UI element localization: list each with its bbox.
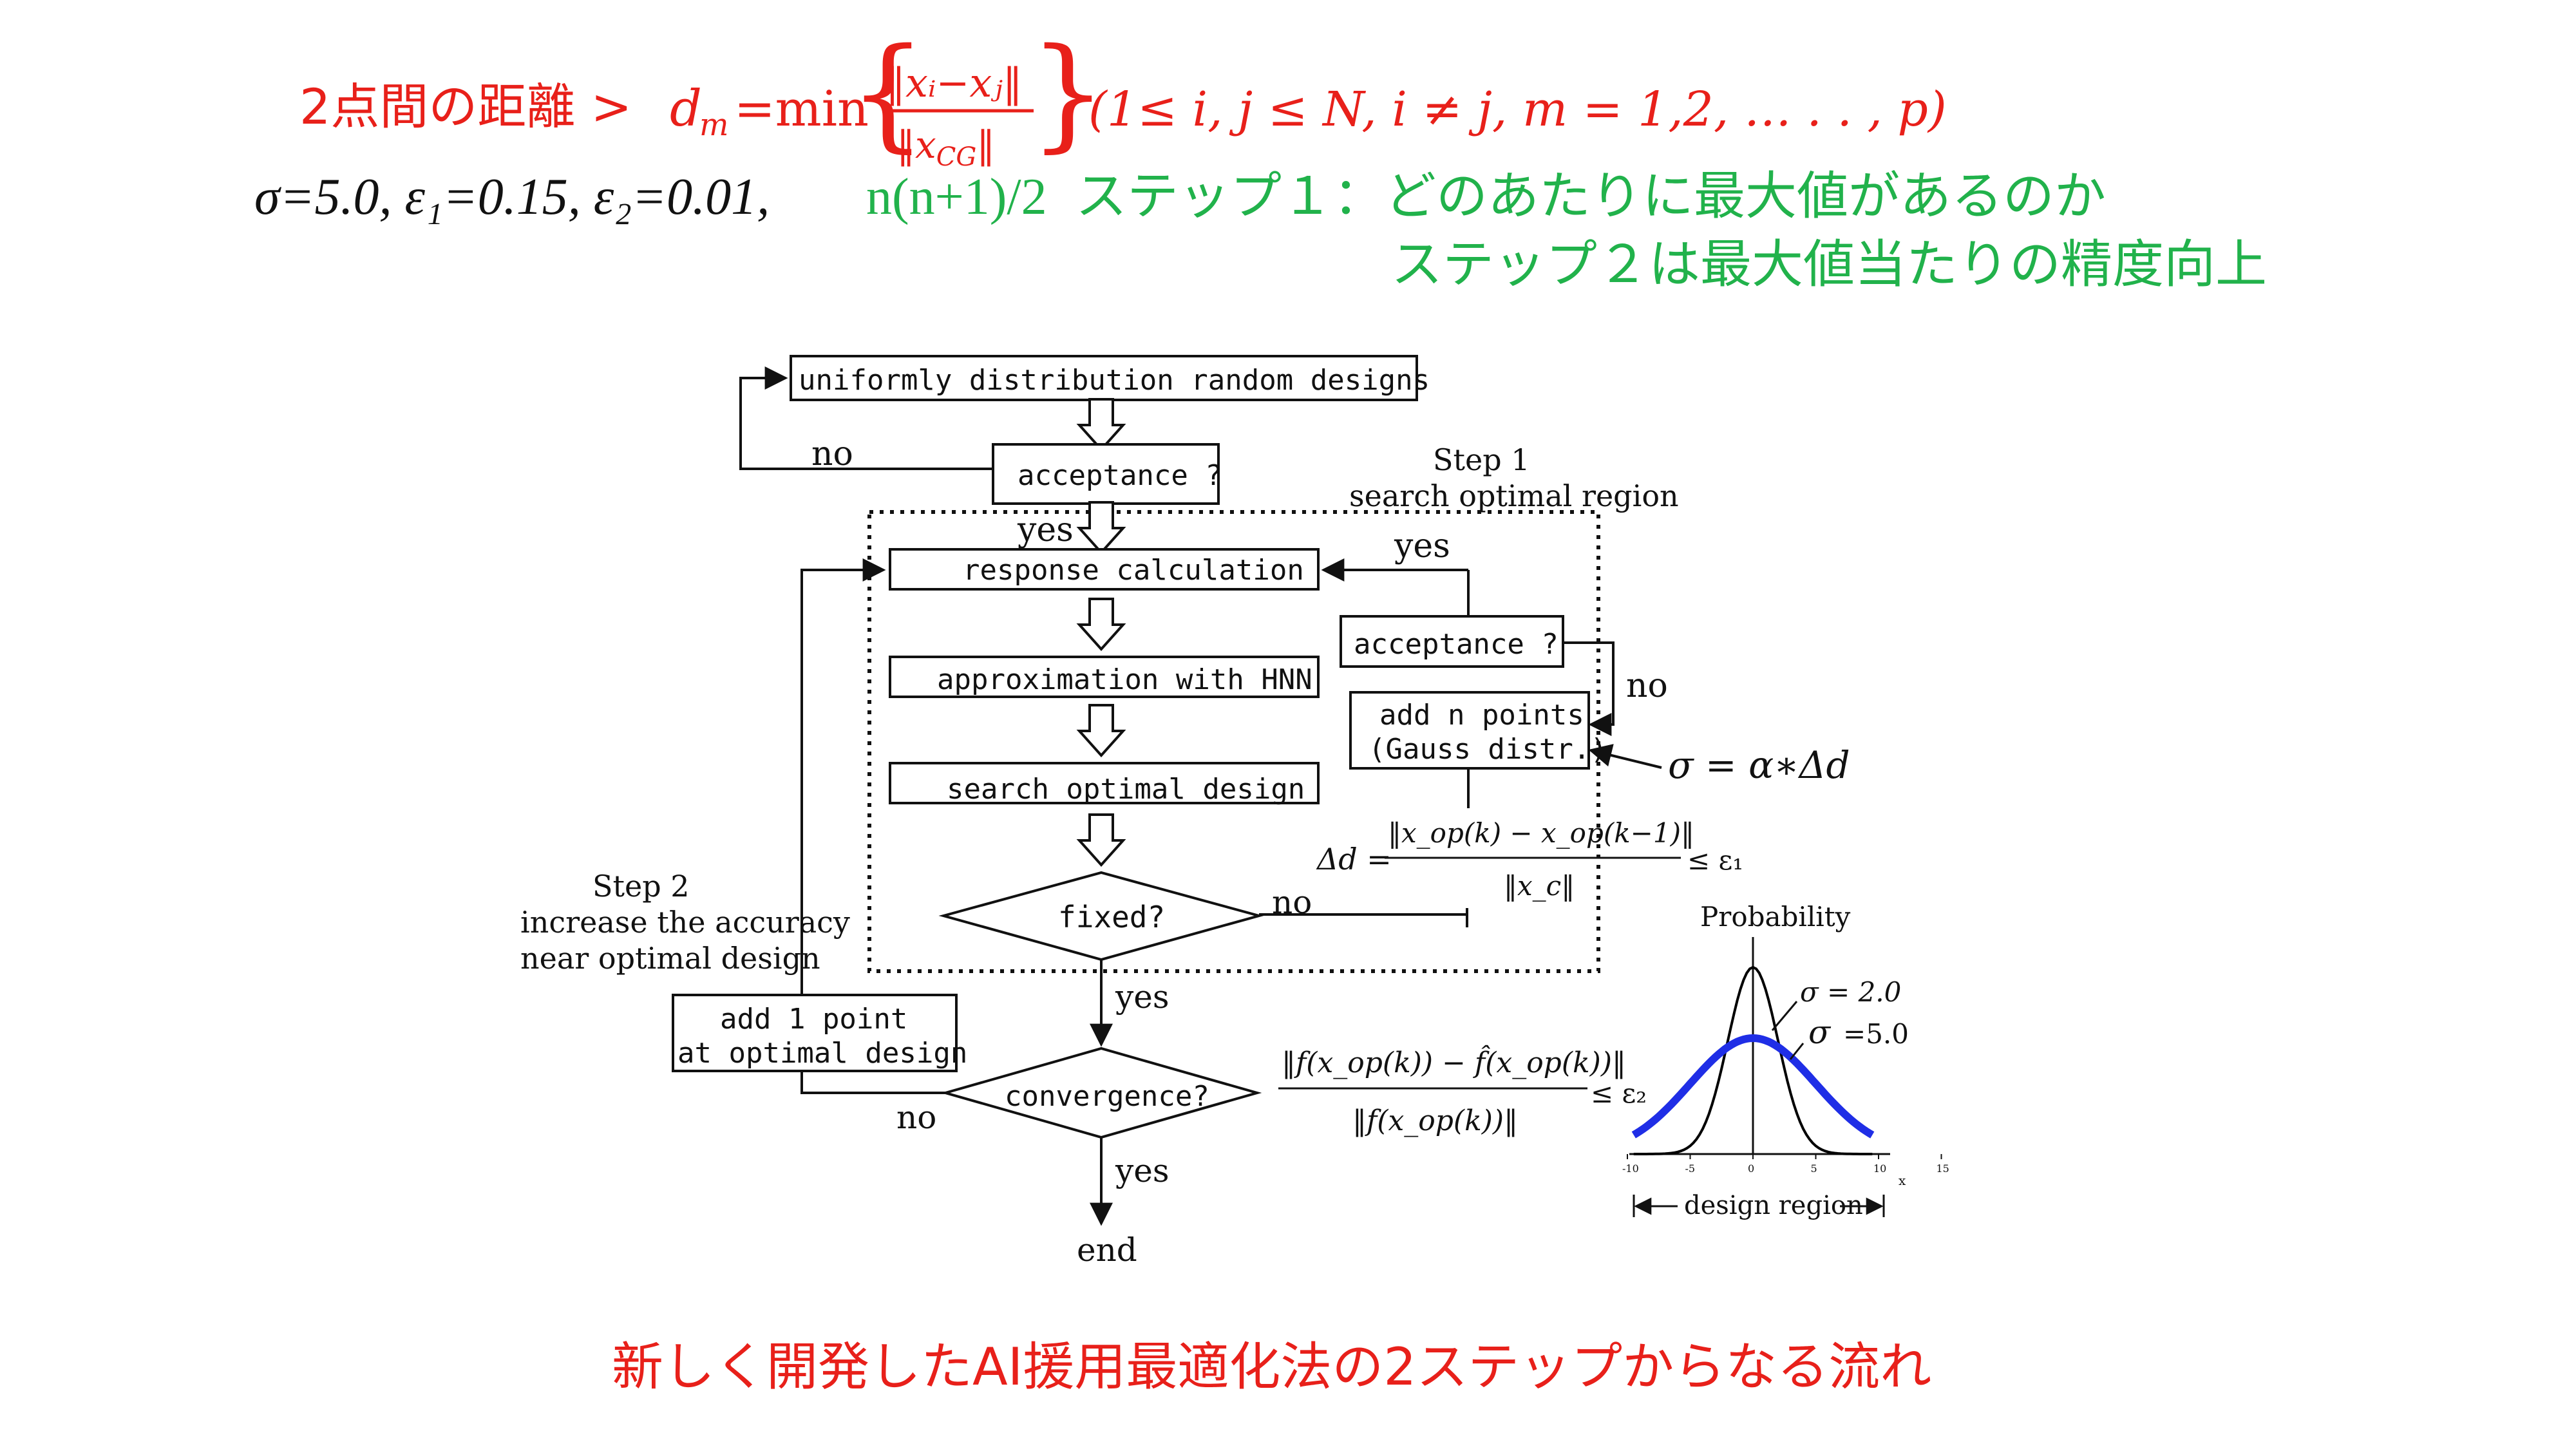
step1-note: ステップ１：どのあたりに最大値があるのか [1075,166,2106,226]
delta-denominator: ‖x_c‖ [1504,870,1575,902]
flowchart: uniformly distribution random designs ac… [520,355,1850,1269]
sigma-wide-value: =5.0 [1843,1018,1909,1050]
random-designs-box [790,355,1418,401]
down-arrow-icon [1078,598,1124,650]
acceptance-right-label: acceptance ? [1354,628,1558,661]
no-conv-label: no [896,1099,936,1136]
sigma-narrow-label: σ = 2.0 [1800,976,1901,1008]
response-box [889,548,1320,591]
right-brace: } [1029,22,1107,164]
dm-symbol: d [670,80,702,138]
search-box [889,762,1320,804]
plot-tick-label: 0 [1748,1162,1754,1175]
acceptance-top-box [992,443,1220,505]
no-right-label: no [1626,667,1668,705]
gauss-plot: Probability x -10 -5 0 5 10 15 σ = 2.0 σ =5.0… [1622,901,1949,1220]
dm-subscript: m [699,107,729,143]
step2-line3: near optimal design [520,941,820,976]
delta-numerator: ‖x_op(k) − x_op(k−1)‖ [1388,817,1694,849]
down-arrow-icon [1078,704,1124,757]
step1-subtitle: search optimal region [1349,478,1679,513]
approx-box [889,656,1320,698]
add-n-line2: (Gauss distr.) [1368,733,1607,766]
convergence-no-line [800,1071,945,1094]
step2-title: Step 2 [592,869,690,904]
step2-line2: increase the accuracy [520,905,850,940]
yes-right-label: yes [1394,527,1450,565]
step2-note: ステップ２は最大値当たりの精度向上 [1391,234,2267,294]
step-count: n(n+1)/2 [866,169,1047,225]
add-1-line2: at optimal design [677,1037,967,1070]
step1-title: Step 1 [1433,442,1530,477]
plot-xlabel: design region [1684,1191,1863,1220]
response-label: response calculation [963,554,1304,587]
step1-region [867,510,1600,973]
down-arrow-icon [1078,813,1124,866]
plot-ylabel: Probability [1700,901,1851,933]
conv-denominator: ‖f(x_op(k))‖ [1352,1104,1518,1137]
frac-numerator: ‖xᵢ−xⱼ‖ [886,59,1023,106]
wide-gauss-curve [1631,1034,1875,1139]
add-n-line1: add n points [1379,699,1584,732]
end-label: end [1077,1231,1137,1269]
no-loop-arrow [739,366,993,470]
conv-numerator: ‖f(x_op(k)) − f̂(x_op(k))‖ [1282,1044,1626,1079]
plot-tick-label: -5 [1685,1162,1696,1175]
header-formula-line: 2点間の距離 > d m =min { ‖xᵢ−xⱼ‖ ‖xCG‖ } (1≤ … [254,22,2267,294]
add-1-line1: add 1 point [720,1003,907,1036]
yes-conv-label: yes [1115,1152,1170,1189]
sigma-pointer-arrow [1588,744,1662,769]
conv-rhs: ≤ ε₂ [1591,1077,1647,1109]
delta-lhs: Δd = [1316,842,1392,876]
delta-rhs: ≤ ε₁ [1687,844,1743,876]
acceptance-top-label: acceptance ? [1018,459,1222,492]
yes-top-label: yes [1017,511,1074,549]
step2-loop-arrow [800,558,886,995]
down-arrow-icon [1078,398,1124,451]
plot-tick-label: 10 [1873,1162,1886,1175]
plot-tick-label: 15 [1937,1162,1949,1175]
plot-tick-label: -10 [1622,1162,1639,1175]
slide-caption: 新しく開発したAI援用最適化法の2ステップからなる流れ [612,1337,1931,1397]
no-right-arrow [1563,641,1615,736]
yes-fixed-label: yes [1115,978,1170,1016]
add-1-point-box [672,994,958,1072]
plot-ticks: -10 -5 0 5 10 15 [1622,1154,1949,1175]
min-operator: =min [734,80,869,137]
search-label: search optimal design [947,773,1305,806]
random-designs-label: uniformly distribution random designs [799,364,1430,397]
fixed-label: fixed? [1058,900,1165,934]
approx-label: approximation with HNN [937,663,1312,696]
distance-label: 2点間の距離 > [299,78,632,135]
index-condition: (1≤ i, j ≤ N, i ≠ j, m = 1,2, … . . , p) [1088,82,1947,137]
no-fixed-label: no [1272,884,1312,921]
plot-x-symbol: x [1899,1173,1906,1188]
convergence-decision [940,1046,1262,1139]
left-brace: { [849,22,927,164]
add-n-points-box [1349,691,1590,770]
narrow-gauss-curve [1633,965,1873,1155]
convergence-label: convergence? [1005,1080,1209,1113]
sigma-wide-symbol: σ [1808,1014,1832,1051]
acceptance-right-box [1340,615,1564,668]
sigma-narrow-pointer [1771,1001,1798,1031]
down-arrow-icon [1078,501,1124,554]
parameter-values: σ=5.0, ε₁=0.15, ε₂=0.01, [254,169,770,225]
frac-denominator: ‖xCG‖ [896,123,995,172]
no-top-label: no [811,435,853,473]
sigma-equation: σ = α∗Δd [1668,743,1850,787]
sigma-wide-pointer [1789,1043,1804,1060]
plot-tick-label: 5 [1811,1162,1817,1175]
